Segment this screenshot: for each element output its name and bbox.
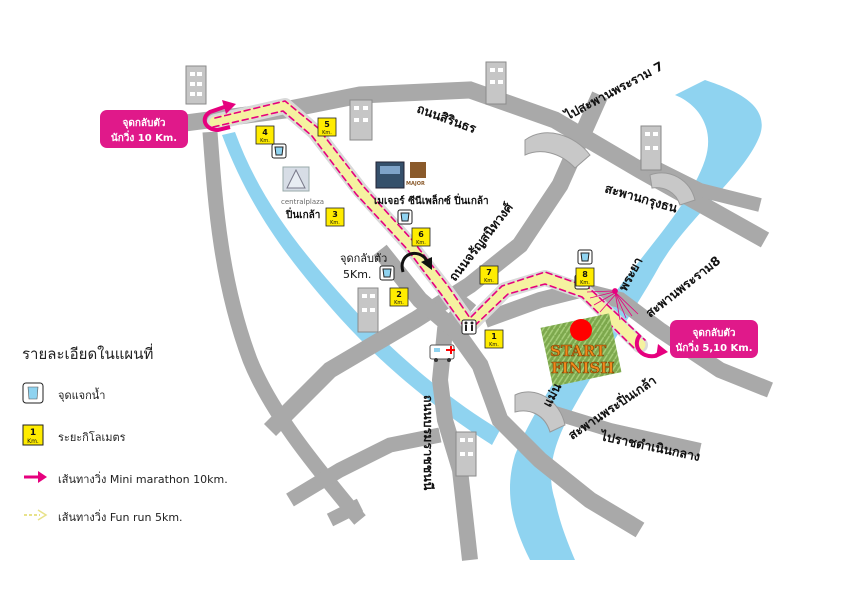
road-label-borommaratchachonnani: ถนนบรมราชชนนี (421, 395, 436, 491)
legend-5k-label: เส้นทางวิ่ง Fun run 5km. (58, 511, 183, 524)
legend-km-label: ระยะกิโลเมตร (58, 431, 126, 444)
km-marker-unit: Km. (260, 138, 270, 144)
restroom-icon (461, 319, 477, 335)
route-10k-arrow-icon (24, 471, 47, 483)
turnaround-10k-line2: นักวิ่ง 10 Km. (111, 130, 177, 144)
major-cineplex-landmark: MAJOR เมเจอร์ ซีนีเพล็กซ์ ปิ่นเกล้า (374, 161, 489, 207)
km-marker: 6Km. (411, 227, 431, 247)
turnaround-10k-callout: จุดกลับตัว นักวิ่ง 10 Km. (100, 110, 188, 148)
turnaround-5k-line1: จุดกลับตัว (340, 252, 387, 265)
km-marker-number: 4 (262, 128, 268, 137)
legend-10k-label: เส้นทางวิ่ง Mini marathon 10km. (58, 473, 228, 486)
water-station-icon (22, 382, 44, 404)
km-marker-unit: Km. (489, 342, 499, 348)
start-dot (570, 319, 592, 341)
water-station-icon (271, 143, 287, 159)
km-marker-number: 8 (582, 270, 588, 279)
legend-km-sample: 1 (30, 428, 36, 438)
km-marker-number: 2 (396, 290, 402, 299)
legend-row-km: 1 Km. ระยะกิโลเมตร (22, 424, 282, 450)
turnaround-5-10k-line2: นักวิ่ง 5,10 Km. (676, 340, 753, 354)
start-label: START (550, 342, 607, 360)
turnaround-5-10k-line1: จุดกลับตัว (693, 327, 736, 339)
major-name: เมเจอร์ ซีนีเพล็กซ์ ปิ่นเกล้า (374, 193, 489, 207)
km-marker: 3Km. (325, 207, 345, 227)
road-label-to-rama7: ไปสะพานพระราม 7 (561, 58, 666, 123)
building-windows (190, 68, 658, 456)
central-plaza-landmark: centralplaza ปิ่นเกล้า (281, 166, 324, 221)
km-marker-number: 3 (332, 210, 338, 219)
running-route (207, 98, 648, 353)
km-marker: 7Km. (479, 265, 499, 285)
km-marker: 5Km. (317, 117, 337, 137)
legend-km-unit: Km. (27, 438, 39, 445)
legend-row-water: จุดแจกน้ำ (22, 382, 282, 408)
km-marker-unit: Km. (416, 240, 426, 246)
km-marker-icon: 1 Km. (22, 424, 44, 446)
legend-row-10k: เส้นทางวิ่ง Mini marathon 10km. (22, 466, 282, 492)
central-plaza-logo: centralplaza (281, 198, 324, 206)
water-station-icon (397, 209, 413, 225)
finish-label: FINISH (551, 359, 614, 377)
km-marker-number: 1 (491, 332, 497, 341)
road-label-sirindhorn: ถนนสิรินธร (415, 101, 479, 136)
legend-row-5k: เส้นทางวิ่ง Fun run 5km. (22, 504, 282, 530)
central-plaza-name: ปิ่นเกล้า (285, 207, 320, 221)
km-marker-unit: Km. (484, 278, 494, 284)
start-finish-area: START FINISH (540, 313, 622, 387)
turnaround-5-10k-callout: จุดกลับตัว นักวิ่ง 5,10 Km. (670, 320, 758, 358)
rama8-cables (586, 288, 639, 321)
turnaround-5-10k-arrow (634, 333, 668, 359)
km-marker-number: 6 (418, 230, 424, 239)
turnaround-5k-arrow (400, 252, 432, 273)
water-station-icon (577, 249, 593, 265)
ambulance-icon (429, 344, 455, 362)
km-marker-number: 7 (486, 268, 492, 277)
turnaround-10k-arrow (202, 100, 236, 133)
bridges (514, 132, 696, 433)
canal (222, 132, 500, 445)
km-marker-unit: Km. (330, 220, 340, 226)
km-marker-unit: Km. (580, 280, 590, 286)
legend-water-label: จุดแจกน้ำ (58, 389, 106, 402)
km-marker: 1Km. (484, 329, 504, 349)
water-station-icon (379, 265, 395, 281)
km-marker: 4Km. (255, 125, 275, 145)
km-markers: 1Km.2Km.3Km.4Km.5Km.6Km.7Km.8Km. (255, 117, 595, 349)
km-marker: 8Km. (575, 267, 595, 287)
km-marker-number: 5 (324, 120, 330, 129)
km-marker-unit: Km. (322, 130, 332, 136)
turnaround-10k-line1: จุดกลับตัว (123, 117, 166, 129)
km-marker-unit: Km. (394, 300, 404, 306)
km-marker: 2Km. (389, 287, 409, 307)
major-logo: MAJOR (406, 181, 425, 187)
turnaround-5k-line2: 5Km. (343, 268, 371, 281)
water-stations (271, 143, 593, 290)
legend-title: รายละเอียดในแผนที่ (22, 345, 154, 363)
route-5k-arrow-icon (24, 509, 48, 521)
